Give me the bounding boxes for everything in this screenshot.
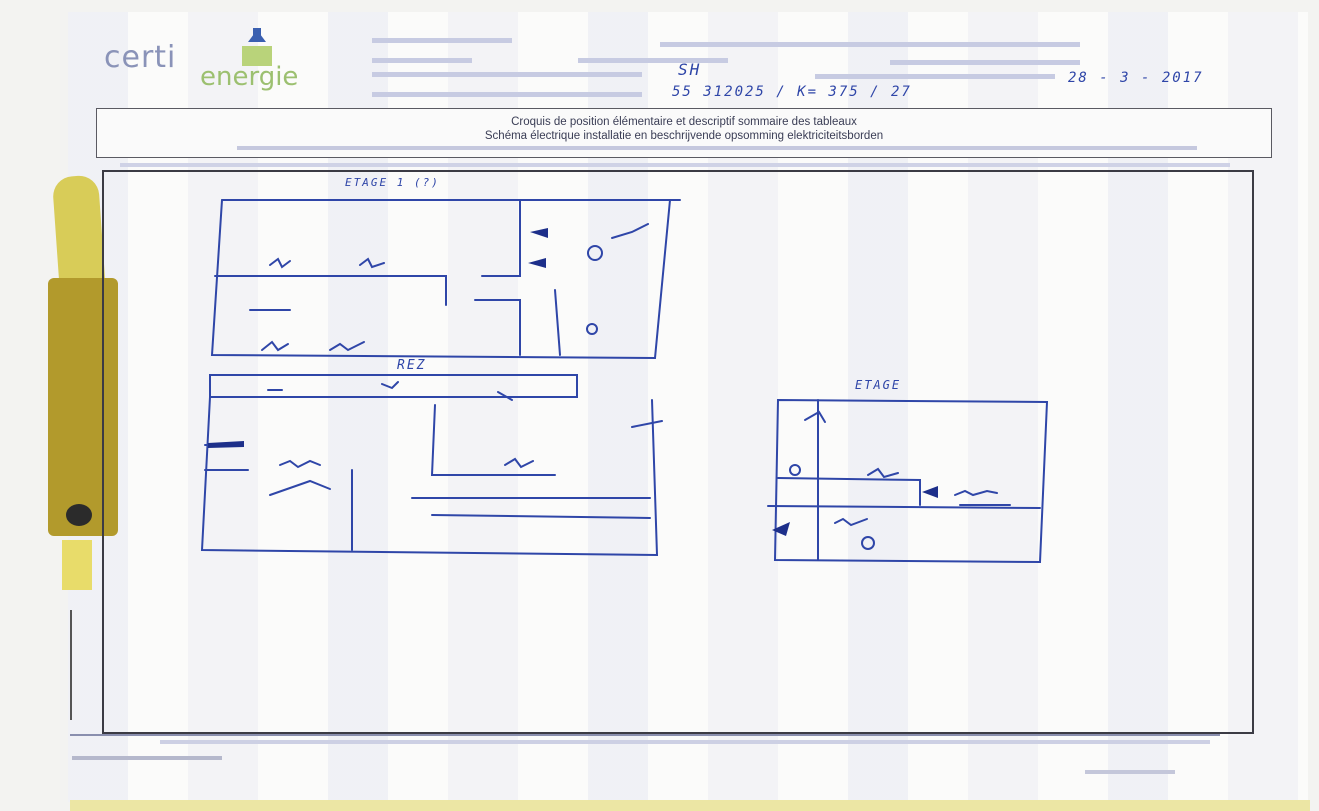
header-label-row-3b	[815, 74, 1055, 79]
header-label-row-1b	[660, 42, 1080, 47]
footer-corner-mark	[1085, 770, 1175, 774]
plan-etage-wall-1	[777, 477, 921, 506]
header-label-row-1	[372, 38, 512, 43]
plan-rez-strip	[209, 374, 578, 398]
switch-mark-11	[804, 410, 826, 423]
title-french: Croquis de position élémentaire et descr…	[511, 116, 857, 128]
plan-top-wall-split	[554, 289, 561, 356]
instruction-line	[120, 163, 1230, 167]
switch-mark-1	[269, 257, 291, 269]
logo-energie-text: energie	[200, 62, 299, 92]
switch-mark-12	[867, 467, 899, 479]
plan-rez-wall-low	[431, 514, 651, 519]
plan-top-wall-stair	[481, 199, 521, 277]
floor-label-rez: REZ	[397, 358, 427, 373]
plan-rez-inner-wall	[430, 404, 556, 476]
house-logo-icon	[242, 28, 272, 66]
socket-icon-2	[586, 323, 598, 335]
switch-mark-13	[954, 489, 998, 497]
binder-hole	[66, 504, 92, 526]
binder-tab	[62, 540, 92, 590]
switch-mark-7	[497, 391, 513, 401]
binder-clip	[48, 278, 118, 536]
panel-marker-1	[530, 228, 548, 238]
switch-mark-8	[279, 459, 321, 469]
sheet-left-edge	[70, 610, 72, 720]
switch-mark-15	[611, 223, 649, 239]
switch-mark-16	[631, 420, 663, 428]
header-label-row-2	[372, 58, 472, 63]
switch-mark-4	[329, 341, 365, 352]
bottom-rule	[70, 734, 1220, 736]
footer-text-bar	[160, 740, 1210, 744]
header-label-row-4	[372, 92, 642, 97]
switch-mark-10	[504, 457, 534, 469]
switch-mark-2	[359, 257, 385, 269]
logo-certi-text: certi	[104, 40, 177, 75]
plan-rez-outline	[200, 396, 659, 557]
header-label-row-3	[372, 72, 642, 77]
switch-mark-6	[381, 381, 399, 390]
bottom-paper-strip	[70, 800, 1310, 811]
socket-icon-4	[789, 464, 801, 476]
footer-left-mark	[72, 756, 222, 760]
handwritten-initials: SH	[678, 60, 702, 79]
floor-label-top: ETAGE 1 (?)	[345, 176, 440, 189]
plan-top-wall-small	[474, 299, 521, 356]
socket-icon-3	[861, 536, 875, 550]
plan-etage-outline	[773, 398, 1049, 564]
panel-marker-4	[772, 522, 790, 536]
socket-icon-1	[587, 245, 603, 261]
plan-etage-wall-2	[767, 505, 1041, 509]
header-label-row-2b	[578, 58, 728, 63]
sketch-frame	[102, 170, 1254, 734]
handwritten-reference: 55 312025 / K= 375 / 27	[672, 84, 912, 100]
plan-top-outline	[210, 199, 671, 360]
handwritten-date: 28 - 3 - 2017	[1068, 70, 1204, 86]
title-subline	[237, 146, 1197, 150]
plan-top-wall-inner	[214, 275, 447, 306]
floor-label-etage: ETAGE	[855, 378, 902, 392]
title-dutch: Schéma électrique installatie en beschri…	[484, 130, 884, 142]
panel-marker-5	[208, 441, 244, 448]
switch-mark-14	[834, 517, 868, 527]
panel-marker-2	[528, 258, 546, 268]
panel-marker-3	[922, 486, 938, 498]
title-box: Croquis de position élémentaire et descr…	[96, 108, 1272, 158]
switch-mark-3	[261, 340, 289, 352]
switch-mark-9	[269, 479, 331, 496]
header-label-row-2c	[890, 60, 1080, 65]
